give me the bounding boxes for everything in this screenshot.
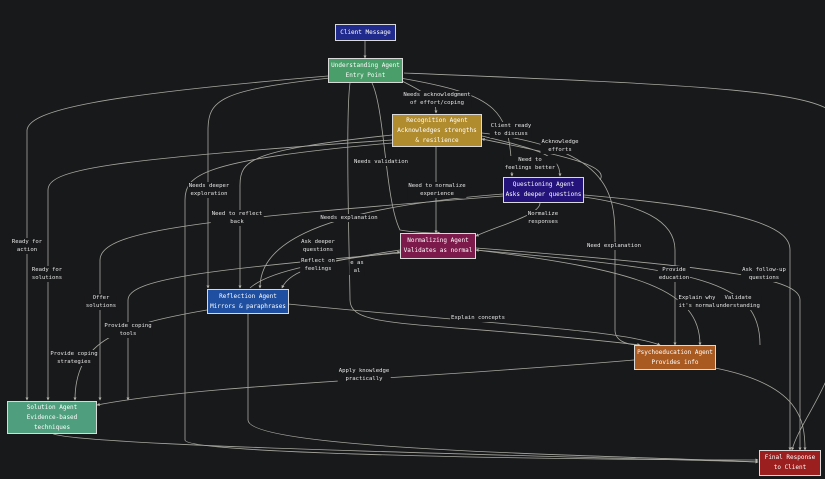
edge-understanding-solution-left — [25, 75, 329, 401]
edge-label-acknowledge-efforts: Acknowledge efforts — [540, 138, 580, 154]
node-solution-subtitle2: techniques — [33, 423, 71, 431]
edge-label-validate-understanding: Validate understanding — [715, 294, 761, 310]
node-recognition-agent[interactable]: Recognition Agent Acknowledges strengths… — [392, 114, 482, 147]
edge-normalizing-psycho — [475, 249, 702, 346]
node-solution-subtitle: Evidence-based — [26, 413, 78, 421]
node-final-title: Final Response — [764, 454, 816, 461]
node-normalizing-agent[interactable]: Normalizing Agent Validates as normal — [400, 233, 476, 259]
edge-questioning-recognition — [481, 137, 602, 181]
edge-questioning-psycho — [583, 196, 677, 346]
node-final-response[interactable]: Final Response to Client — [759, 450, 821, 476]
edge-label-offer-solutions: Offer solutions — [84, 294, 118, 310]
edge-label-needs-validation: Needs validation — [353, 158, 409, 166]
edge-label-client-ready: Client ready to discuss — [489, 122, 533, 138]
edge-label-apply-knowledge: Apply knowledge practically — [337, 367, 391, 383]
node-reflection-agent[interactable]: Reflection Agent Mirrors & paraphrases — [207, 289, 289, 314]
edge-understanding-questioning — [399, 77, 514, 177]
edge-label-provide-coping-tools: Provide coping tools — [103, 322, 153, 338]
node-psychoeducation-title: Psychoeducation Agent — [637, 348, 713, 356]
node-solution-title: Solution Agent — [26, 403, 78, 411]
edge-reflection-final — [247, 314, 759, 464]
edge-label-explain-why: Explain why it's normal — [677, 294, 717, 310]
edge-solution-final — [51, 432, 759, 464]
node-recognition-subtitle2: & resilience — [415, 136, 459, 144]
edge-label-ask-deeper: Ask deeper questions — [300, 238, 336, 254]
node-questioning-agent[interactable]: Questioning Agent Asks deeper questions — [503, 177, 584, 203]
node-questioning-subtitle: Asks deeper questions — [505, 191, 582, 198]
edge-recognition-solution — [46, 139, 393, 401]
node-questioning-title: Questioning Agent — [512, 181, 575, 188]
node-recognition-subtitle: Acknowledges strengths — [397, 126, 477, 134]
node-client-message-title: Client Message — [340, 28, 391, 36]
node-recognition-title: Recognition Agent — [406, 116, 468, 124]
edge-label-need-feelings: Need to feelings better — [503, 156, 557, 172]
edge-questioning-solution — [98, 195, 504, 401]
node-final-subtitle: to Client — [773, 464, 807, 471]
edge-questioning-final — [583, 194, 792, 451]
node-solution-agent[interactable]: Solution Agent Evidence-based techniques — [7, 401, 97, 434]
node-psychoeducation-agent[interactable]: Psychoeducation Agent Provides info — [634, 345, 716, 370]
node-understanding-subtitle: Entry Point — [345, 71, 386, 79]
edge-reflection-psycho — [287, 303, 661, 346]
edge-understanding-reflection — [206, 77, 331, 289]
edge-psycho-solution — [96, 359, 635, 407]
node-client-message[interactable]: Client Message — [335, 24, 396, 41]
edge-questioning-normalizing — [475, 202, 541, 237]
edge-label-ack-effort: Needs acknowledgment of effort/coping — [402, 91, 472, 107]
edge-label-ready-solutions: Ready for solutions — [30, 266, 64, 282]
node-reflection-subtitle: Mirrors & paraphrases — [210, 302, 286, 310]
edge-label-explain-concepts: Explain concepts — [450, 314, 506, 322]
edge-recognition-reflection — [238, 134, 393, 289]
edge-psycho-final — [714, 367, 807, 451]
edge-label-provide-education: Provide education — [657, 266, 691, 282]
node-normalizing-title: Normalizing Agent — [407, 237, 469, 244]
edge-label-needs-explanation: Needs explanation — [319, 214, 379, 222]
edge-label-needs-deeper: Needs deeper exploration — [187, 182, 231, 198]
node-normalizing-subtitle: Validates as normal — [403, 247, 473, 254]
edge-label-overlap-fragment: e as al — [349, 259, 365, 275]
edge-label-need-explanation: Need explanation — [586, 242, 642, 250]
edge-reflection-solution — [73, 309, 208, 401]
node-reflection-title: Reflection Agent — [219, 292, 277, 300]
node-psychoeducation-subtitle: Provides info — [651, 358, 699, 366]
node-understanding-title: Understanding Agent — [331, 61, 400, 69]
node-understanding-agent[interactable]: Understanding Agent Entry Point — [328, 58, 403, 83]
edge-label-ready-action: Ready for action — [10, 238, 44, 254]
edge-understanding-normalizing — [371, 82, 441, 235]
edge-understanding-psycho — [347, 82, 641, 347]
edge-psycho-normalizing — [475, 248, 761, 346]
edge-label-need-normalize: Need to normalize experience — [407, 182, 467, 198]
edge-label-ask-followup: Ask follow-up questions — [741, 266, 787, 282]
edge-label-provide-coping-strategies: Provide coping strategies — [49, 350, 99, 366]
edge-label-reflect-feelings: Reflect on feelings — [300, 257, 336, 273]
edge-label-need-reflect: Need to reflect back — [210, 210, 264, 226]
edge-label-normalize-responses: Normalize responses — [526, 210, 560, 226]
